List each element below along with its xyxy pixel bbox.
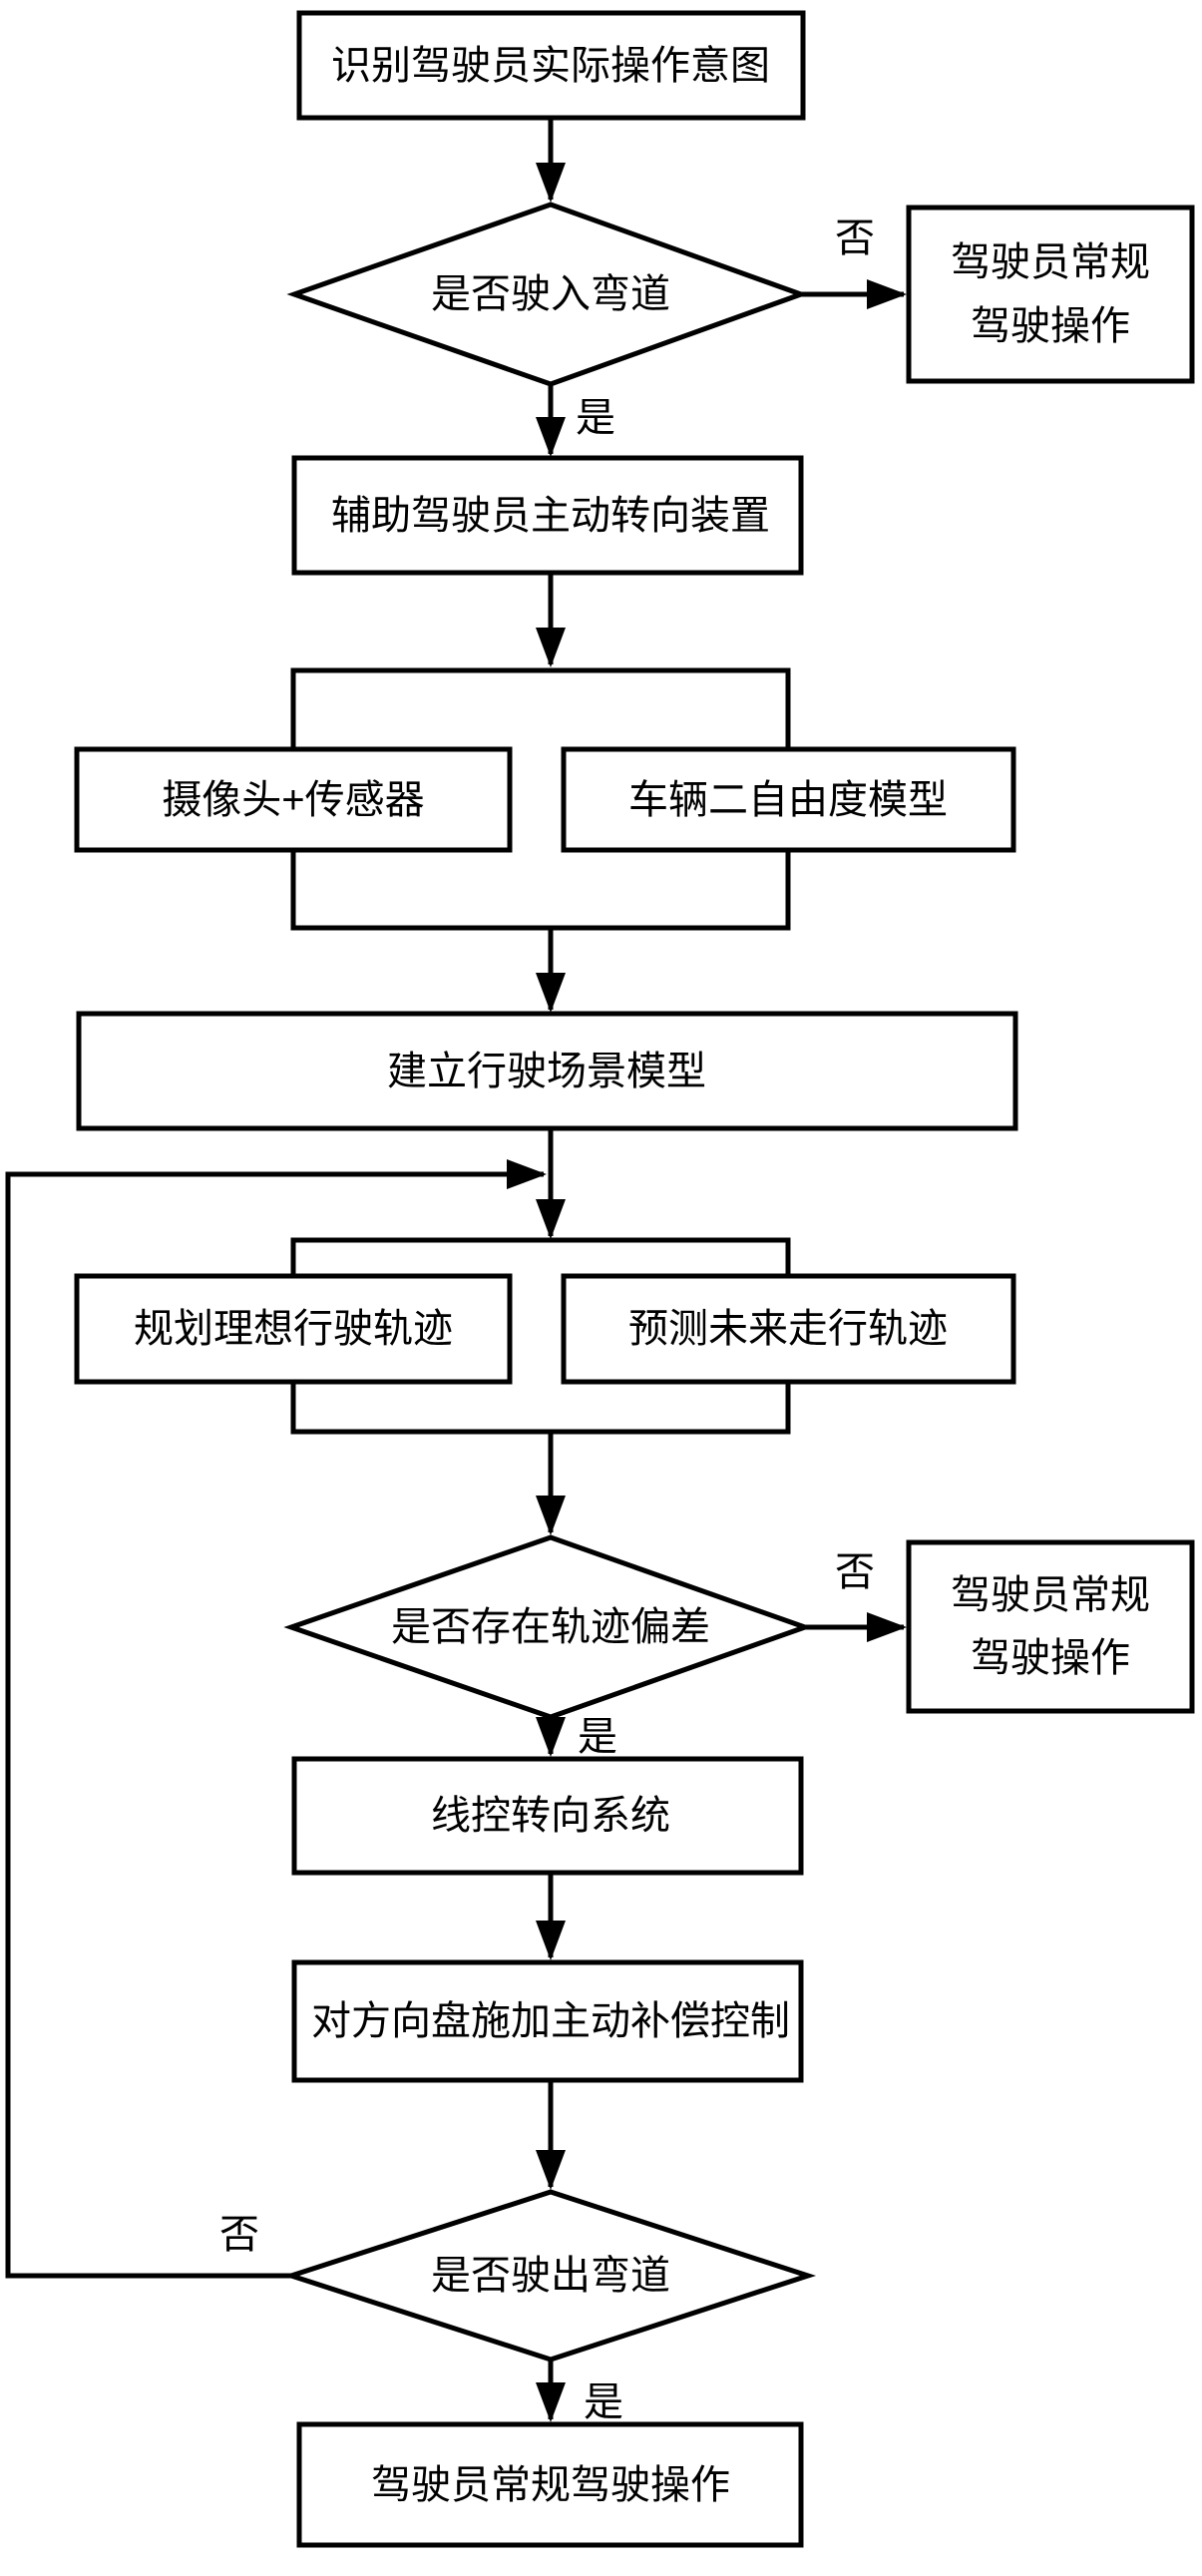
node-camera-sensor (74, 746, 513, 853)
decision-trajectory-deviation (283, 1534, 813, 1720)
node-camera-sensor-label: 摄像头+传感器 (162, 778, 424, 822)
merge-bar-sensors (290, 850, 791, 931)
node-normal-operation-mid-line1: 驾驶员常规 (951, 1573, 1150, 1617)
node-normal-operation-bottom (296, 2421, 804, 2548)
node-predict-trajectory-label: 预测未来走行轨迹 (628, 1307, 948, 1351)
decision-exit-curve-label: 是否驶出弯道 (431, 2254, 670, 2298)
decision-enter-curve-label: 是否驶入弯道 (431, 272, 670, 316)
label-enter-curve-yes: 是 (576, 396, 615, 440)
node-compensation-control-label: 对方向盘施加主动补偿控制 (311, 1999, 790, 2043)
node-identify-intent-label: 识别驾驶员实际操作意图 (331, 44, 770, 88)
split-bar-sensors (290, 667, 791, 749)
node-normal-operation-top-line2: 驾驶操作 (971, 304, 1130, 348)
node-scene-model-label: 建立行驶场景模型 (387, 1050, 706, 1093)
decision-trajectory-deviation-label: 是否存在轨迹偏差 (391, 1605, 710, 1649)
decision-enter-curve (286, 202, 809, 387)
node-steer-by-wire-label: 线控转向系统 (431, 1794, 670, 1838)
decision-exit-curve (282, 2189, 817, 2362)
node-vehicle-model (561, 746, 1016, 853)
label-deviation-no: 否 (835, 1550, 875, 1594)
label-exit-curve-no: 否 (219, 2213, 259, 2257)
node-plan-trajectory (74, 1273, 513, 1385)
node-scene-model (76, 1011, 1018, 1131)
split-bar-trajectories (290, 1237, 791, 1276)
node-normal-operation-bottom-label: 驾驶员常规驾驶操作 (371, 2463, 730, 2507)
node-identify-intent (296, 10, 806, 121)
node-normal-operation-mid (906, 1539, 1195, 1714)
label-enter-curve-no: 否 (835, 216, 875, 260)
node-steer-by-wire (291, 1756, 804, 1876)
node-normal-operation-mid-line2: 驾驶操作 (971, 1636, 1130, 1680)
node-predict-trajectory (561, 1273, 1016, 1385)
node-normal-operation-top (906, 205, 1195, 384)
node-compensation-control (291, 1959, 804, 2083)
node-vehicle-model-label: 车辆二自由度模型 (628, 778, 948, 822)
node-normal-operation-top-line1: 驾驶员常规 (951, 240, 1150, 284)
node-plan-trajectory-label: 规划理想行驶轨迹 (134, 1307, 453, 1351)
node-assist-device (291, 455, 804, 576)
merge-bar-trajectories (290, 1382, 791, 1435)
label-exit-curve-yes: 是 (584, 2380, 623, 2424)
node-assist-device-label: 辅助驾驶员主动转向装置 (331, 494, 770, 538)
label-deviation-yes: 是 (578, 1715, 617, 1759)
edge-exit-curve-no-loopback (5, 1159, 547, 2279)
